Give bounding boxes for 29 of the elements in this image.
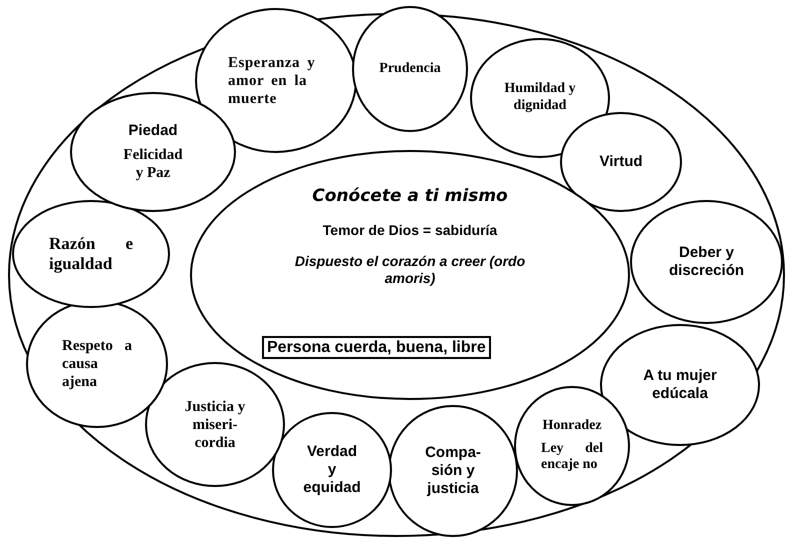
circle-label: Razón e igualdad [49, 234, 133, 274]
circle-label: Justicia y miseri- cordia [184, 398, 246, 452]
circle-label: Compa- sión y justicia [424, 444, 482, 498]
ellipse-text: Temor de Dios = sabiduría [322, 222, 498, 240]
circle [388, 405, 518, 537]
circle-label: Honradez [542, 418, 602, 435]
circle [514, 386, 630, 506]
circle [352, 6, 468, 132]
circle [630, 200, 783, 324]
circle-label: Esperanza y amor en la muerte [228, 54, 316, 108]
circle [195, 8, 357, 153]
circle [145, 362, 285, 487]
circle [12, 200, 170, 308]
text-box [262, 336, 491, 360]
circle-label: Felicidad y Paz [123, 146, 183, 182]
circle [560, 112, 682, 212]
circle-label: Piedad [128, 122, 178, 140]
circle-label: Verdad y equidad [302, 443, 362, 497]
circle-label: Deber y discreción [668, 244, 746, 280]
circle-label: A tu mujer edúcala [642, 367, 718, 403]
ellipse-text: Dispuesto el corazón a creer (ordo amoris) [294, 253, 526, 287]
circle-label: Humildad y dignidad [504, 81, 576, 115]
boxed-text: Persona cuerda, buena, libre [267, 338, 486, 358]
circle-label: Ley del encaje no [541, 440, 603, 474]
ellipse-text: Conócete a ti mismo [312, 186, 508, 206]
circle-label: Respeto a causa ajena [62, 337, 132, 391]
circle-label: Virtud [599, 153, 643, 171]
circle [272, 412, 392, 528]
circle-label: Prudencia [379, 60, 441, 78]
